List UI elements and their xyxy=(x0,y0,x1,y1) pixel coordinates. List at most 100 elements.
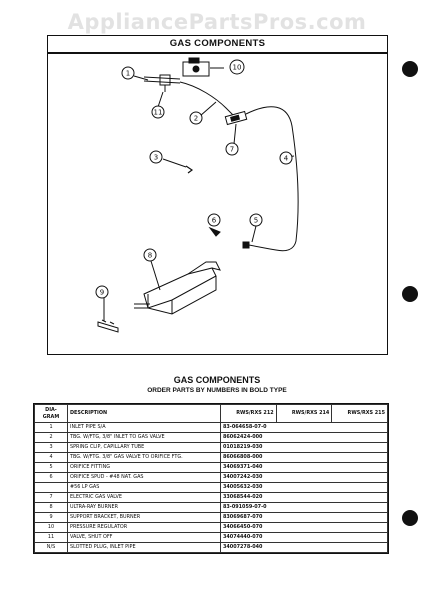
part-number-cell: 34007278-040 xyxy=(220,542,388,553)
diagram-number-cell: 11 xyxy=(34,532,68,543)
callouts: 1 2 3 4 5 6 7 xyxy=(95,59,293,299)
part-number-cell: 01018219-030 xyxy=(220,442,388,453)
callout-9: 9 xyxy=(95,285,109,299)
callout-10: 10 xyxy=(229,59,245,75)
description-cell: ORIFICE FITTING xyxy=(67,462,221,473)
description-cell: VALVE, SHUT OFF xyxy=(67,532,221,543)
part-number-cell: 83069687-070 xyxy=(220,512,388,523)
description-column-header: DESCRIPTION xyxy=(67,404,221,423)
svg-text:11: 11 xyxy=(154,109,163,117)
description-cell: TBG. W/FTG, 3/8" INLET TO GAS VALVE xyxy=(67,432,221,443)
diagram-number-cell: 3 xyxy=(34,442,68,453)
diagram-number-cell xyxy=(34,482,68,493)
diagram-number-cell: 4 xyxy=(34,452,68,463)
svg-text:10: 10 xyxy=(233,64,242,72)
diagram-number-cell: 9 xyxy=(34,512,68,523)
table-header-row: DIA-GRAM DESCRIPTION RWS/RXS 212 RWS/RXS… xyxy=(34,404,388,423)
part-number-cell: 34074440-070 xyxy=(220,532,388,543)
inlet-tubing-part xyxy=(179,81,235,117)
callout-1: 1 xyxy=(121,66,135,80)
callout-3: 3 xyxy=(149,150,163,164)
table-title: GAS COMPONENTS xyxy=(173,375,261,385)
diagram-title: GAS COMPONENTS xyxy=(169,38,266,49)
binder-hole xyxy=(402,510,418,526)
burner-part xyxy=(134,261,221,315)
model-214-column-header: RWS/RXS 214 xyxy=(275,404,333,423)
table-subtitle: ORDER PARTS BY NUMBERS IN BOLD TYPE xyxy=(147,387,287,394)
part-number-cell: 86066808-000 xyxy=(220,452,388,463)
diagram-column-header: DIA-GRAM xyxy=(34,404,68,423)
description-cell: INLET PIPE S/A xyxy=(67,422,221,433)
svg-text:6: 6 xyxy=(212,217,217,225)
svg-text:9: 9 xyxy=(100,289,104,297)
model-212-column-header: RWS/RXS 212 xyxy=(220,404,277,423)
orifice-spud-part xyxy=(208,226,221,237)
part-number-cell: 34005632-030 xyxy=(220,482,388,493)
diagram-number-cell: N/S xyxy=(34,542,68,553)
parts-diagram: GAS COMPONENTS xyxy=(47,35,388,355)
callout-6: 6 xyxy=(207,213,221,227)
diagram-number-cell: 6 xyxy=(34,472,68,483)
callout-8: 8 xyxy=(143,248,157,262)
callout-2: 2 xyxy=(189,111,203,125)
description-cell: ULTRA-RAY BURNER xyxy=(67,502,221,513)
description-cell: TBG. W/FTG. 3/8" GAS VALVE TO ORIFICE FT… xyxy=(67,452,221,463)
diagram-number-cell: 8 xyxy=(34,502,68,513)
description-cell: #56 LP GAS xyxy=(67,482,221,493)
description-cell: ORIFICE SPUD - #48 NAT. GAS xyxy=(67,472,221,483)
svg-text:4: 4 xyxy=(284,155,289,163)
part-number-cell: 86062424-000 xyxy=(220,432,388,443)
diagram-number-cell: 2 xyxy=(34,432,68,443)
parts-table: DIA-GRAM DESCRIPTION RWS/RXS 212 RWS/RXS… xyxy=(33,403,389,554)
part-number-cell: 34066450-070 xyxy=(220,522,388,533)
valve-to-orifice-tubing-part xyxy=(245,106,299,252)
part-number-cell: 34069371-040 xyxy=(220,462,388,473)
binder-hole xyxy=(402,61,418,77)
diagram-number-cell: 10 xyxy=(34,522,68,533)
callout-11: 11 xyxy=(151,105,165,119)
exploded-view-drawing: 1 2 3 4 5 6 7 xyxy=(95,57,299,333)
description-cell: SUPPORT BRACKET, BURNER xyxy=(67,512,221,523)
pressure-regulator-part xyxy=(182,57,210,77)
description-cell: SPRING CLIP, CAPILLARY TUBE xyxy=(67,442,221,453)
spring-clip-part xyxy=(185,165,194,174)
svg-text:8: 8 xyxy=(148,252,152,260)
gas-valve-part xyxy=(224,110,248,126)
svg-text:3: 3 xyxy=(154,154,158,162)
inlet-pipe-part xyxy=(143,74,181,92)
part-number-cell: 83-064658-07-0 xyxy=(220,422,388,433)
binder-hole xyxy=(402,286,418,302)
svg-text:2: 2 xyxy=(194,115,198,123)
callout-4: 4 xyxy=(279,151,293,165)
description-cell: ELECTRIC GAS VALVE xyxy=(67,492,221,503)
callout-5: 5 xyxy=(249,213,263,227)
support-bracket-part xyxy=(97,319,119,333)
description-cell: PRESSURE REGULATOR xyxy=(67,522,221,533)
diagram-number-cell: 7 xyxy=(34,492,68,503)
description-cell: SLOTTED PLUG, INLET PIPE xyxy=(67,542,221,553)
title-divider xyxy=(48,52,387,54)
diagram-number-cell: 5 xyxy=(34,462,68,473)
part-number-cell: 34007242-030 xyxy=(220,472,388,483)
watermark: AppliancePartsPros.com xyxy=(67,10,367,34)
callout-7: 7 xyxy=(225,142,239,156)
diagram-number-cell: 1 xyxy=(34,422,68,433)
svg-text:5: 5 xyxy=(254,217,258,225)
svg-text:7: 7 xyxy=(230,146,234,154)
svg-text:1: 1 xyxy=(126,70,130,78)
part-number-cell: 83-091059-07-0 xyxy=(220,502,388,513)
part-number-cell: 33068544-020 xyxy=(220,492,388,503)
